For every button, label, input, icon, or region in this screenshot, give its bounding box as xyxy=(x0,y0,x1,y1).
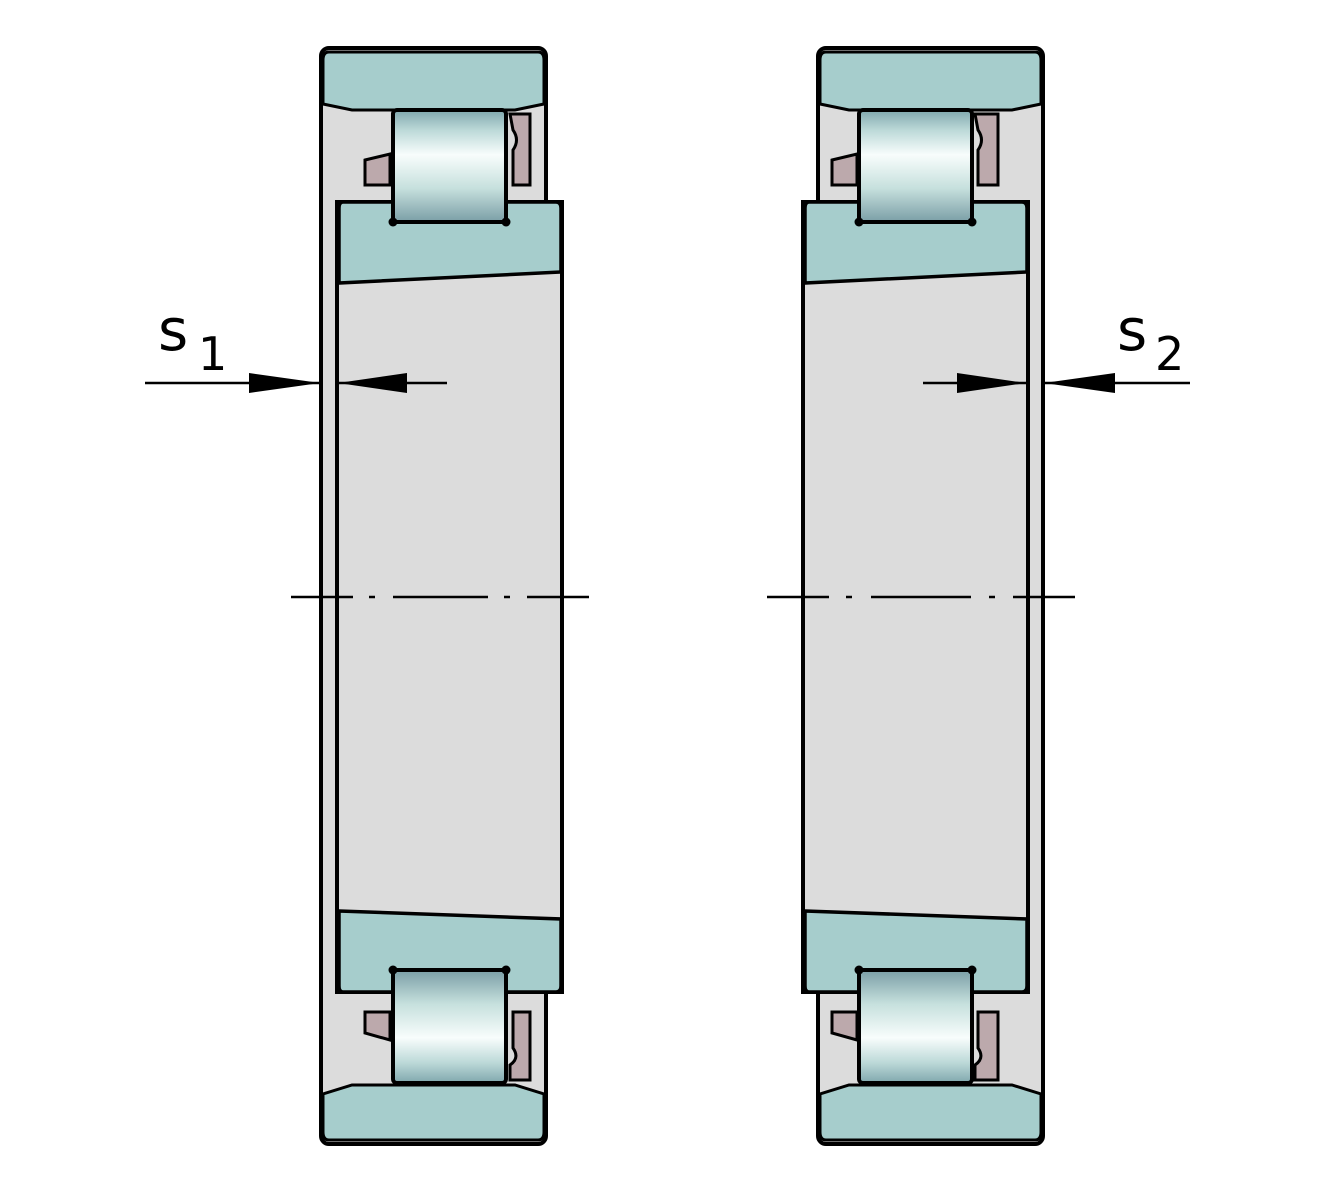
s1-label: s xyxy=(158,296,188,364)
left-cage-bottom xyxy=(363,1010,392,1042)
left-outer-ring-top xyxy=(321,50,546,112)
left-cage-top xyxy=(363,152,392,187)
left-roller-bottom xyxy=(391,968,508,1085)
s2-subscript: 2 xyxy=(1155,327,1184,381)
dimension-s1: s 1 xyxy=(145,296,447,393)
right-outer-ring-top xyxy=(818,50,1043,112)
left-cage-bottom-right xyxy=(508,1010,532,1082)
s2-label: s xyxy=(1117,296,1147,364)
right-roller-top xyxy=(857,108,974,224)
right-cage-bottom-right xyxy=(973,1010,1000,1082)
arrow-right-icon xyxy=(249,373,320,393)
arrow-right-icon xyxy=(957,373,1026,393)
arrow-left-icon xyxy=(1044,373,1115,393)
right-roller-bottom xyxy=(857,968,974,1085)
dimension-s2: s 2 xyxy=(923,296,1190,393)
arrow-left-icon xyxy=(338,373,407,393)
left-roller-top xyxy=(391,108,508,224)
left-outer-ring-bottom xyxy=(321,1083,546,1142)
right-cage-top xyxy=(830,152,859,187)
left-bearing xyxy=(319,46,564,1146)
right-cage-top-right xyxy=(973,112,1000,187)
right-outer-ring-bottom xyxy=(818,1083,1043,1142)
left-cage-top-right xyxy=(508,112,532,187)
s1-subscript: 1 xyxy=(198,327,227,381)
